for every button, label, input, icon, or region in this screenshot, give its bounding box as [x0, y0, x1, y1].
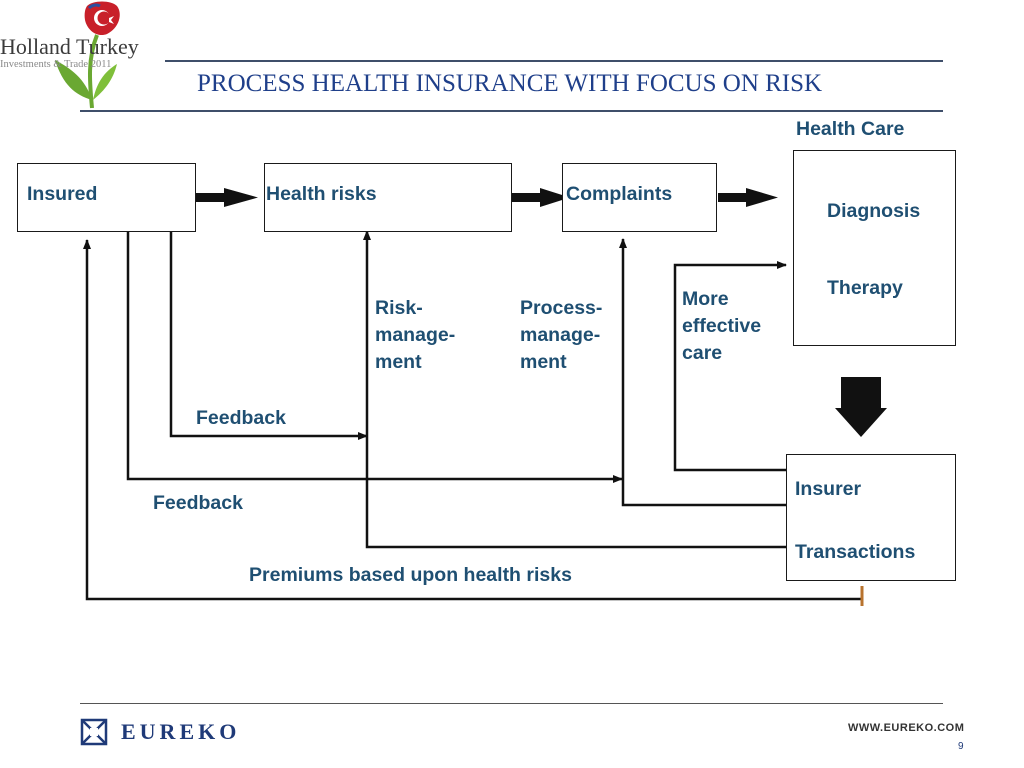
label-transactions: Transactions: [795, 541, 916, 563]
label-premiums: Premiums based upon health risks: [249, 564, 572, 586]
label-feedback-2: Feedback: [153, 492, 243, 514]
thick-arrow-risks-to-complaints: [512, 188, 570, 207]
label-process-management-line3: ment: [520, 351, 567, 373]
connector-feedback-2: [126, 232, 623, 483]
label-complaints: Complaints: [566, 183, 673, 205]
thick-arrow-complaints-to-care: [718, 188, 778, 207]
connector-premiums: [83, 239, 862, 601]
holland-turkey-logo: [55, 1, 120, 109]
label-process-management: Process- manage- ment: [520, 295, 602, 376]
thick-arrow-insured-to-risks: [196, 188, 258, 207]
label-process-management-line2: manage-: [520, 324, 601, 346]
footer-url[interactable]: WWW.EUREKO.COM: [848, 722, 965, 734]
label-therapy: Therapy: [827, 277, 903, 299]
label-risk-management-line2: manage-: [375, 324, 456, 346]
connector-risk-management: [363, 230, 786, 549]
label-health-risks: Health risks: [266, 183, 377, 205]
page-title: PROCESS HEALTH INSURANCE WITH FOCUS ON R…: [197, 70, 823, 97]
eureko-logo-icon: [80, 718, 108, 746]
box-insurer: [786, 454, 956, 581]
label-diagnosis: Diagnosis: [827, 200, 921, 222]
label-risk-management-line1: Risk-: [375, 297, 423, 319]
logo-text-line1: Holland Turkey: [0, 34, 139, 59]
label-more-effective-care-line2: effective: [682, 315, 762, 337]
label-feedback-1: Feedback: [196, 407, 286, 429]
footer-brand: EUREKO: [121, 719, 241, 744]
label-insured: Insured: [27, 183, 98, 205]
label-insurer: Insurer: [795, 478, 862, 500]
down-arrow-care-to-insurer: [835, 377, 887, 437]
header-rule-top: [165, 60, 943, 62]
connector-more-effective-care: [673, 261, 787, 472]
header-rule-bottom: [80, 110, 943, 112]
label-health-care: Health Care: [796, 118, 905, 140]
box-health-care: [793, 150, 956, 346]
label-risk-management: Risk- manage- ment: [375, 295, 455, 376]
label-more-effective-care: More effective care: [682, 286, 761, 367]
label-more-effective-care-line3: care: [682, 342, 723, 364]
label-process-management-line1: Process-: [520, 297, 603, 319]
page-number: 9: [958, 741, 964, 752]
connector-feedback-1: [169, 232, 368, 440]
footer-rule: [80, 703, 943, 704]
logo-text-line2: Investments & Trade 2011: [0, 59, 112, 70]
box-insured: [17, 163, 196, 232]
label-more-effective-care-line1: More: [682, 288, 729, 310]
box-health-risks: [264, 163, 512, 232]
box-complaints: [562, 163, 717, 232]
label-risk-management-line3: ment: [375, 351, 422, 373]
connector-process-management: [619, 238, 786, 507]
